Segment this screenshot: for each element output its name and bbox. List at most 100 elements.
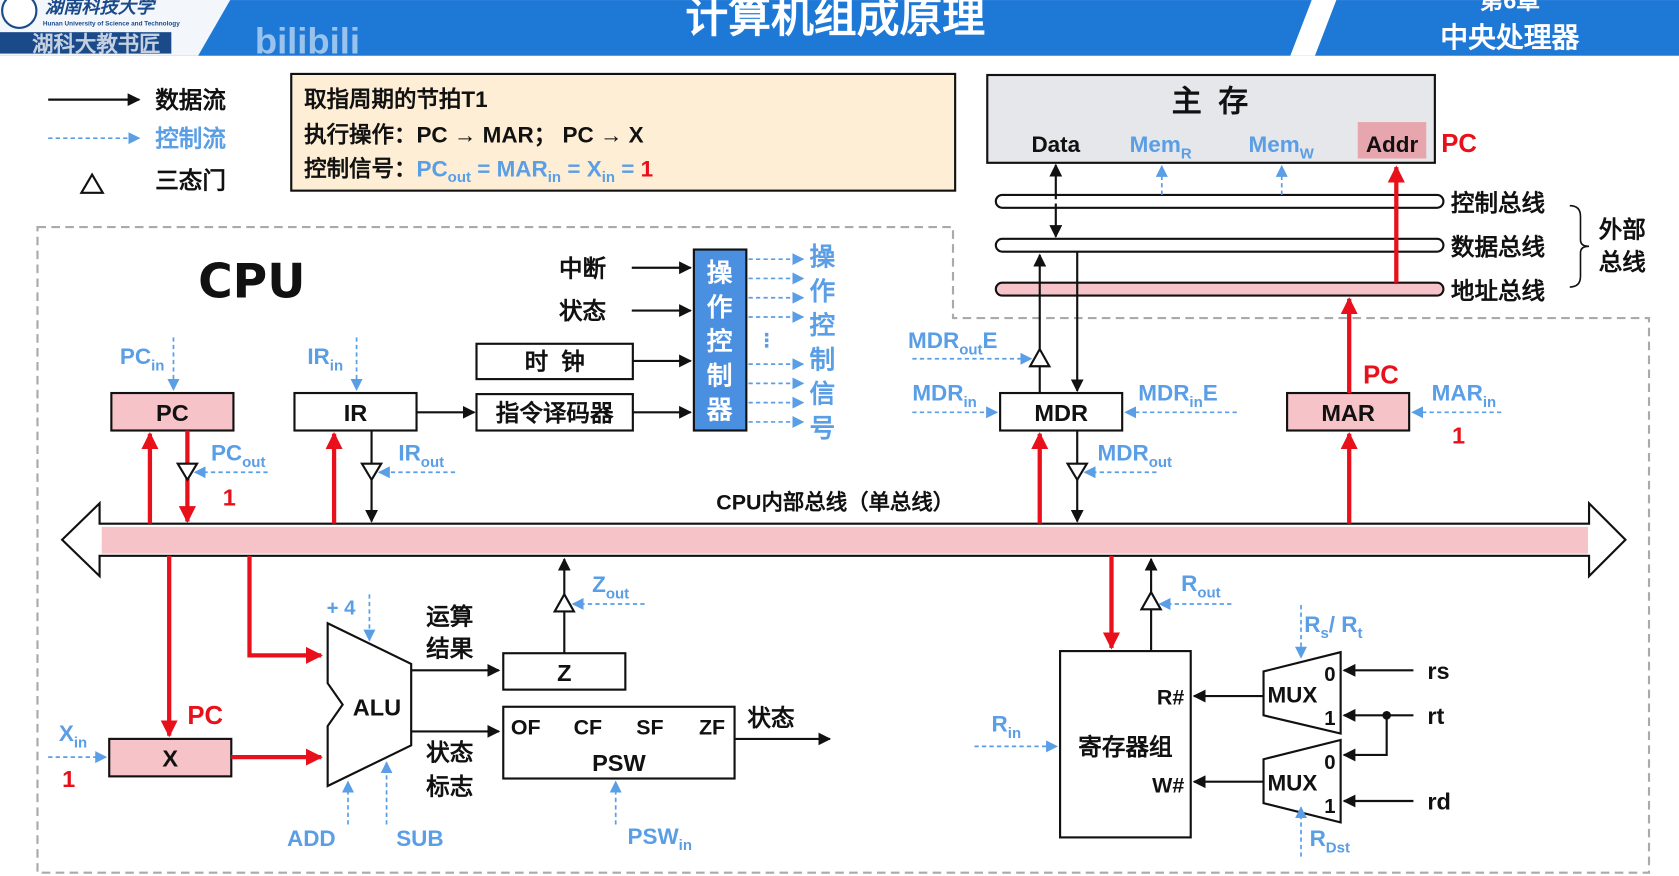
controller-char: 制 xyxy=(707,361,733,390)
psw-status-output: 状态 xyxy=(747,704,795,731)
legend: 数据流 控制流 三态门 xyxy=(48,87,226,194)
psw-label: PSW xyxy=(592,750,646,776)
controller-char: 作 xyxy=(707,293,733,322)
legend-tristate: 三态门 xyxy=(155,167,226,194)
control-signal-char: 号 xyxy=(810,415,836,443)
note-line-3: 控制信号：PCout = MARin = Xin = 1 xyxy=(304,156,653,186)
mdr-register: MDR MDRoutE MDRin MDRinE MDRout xyxy=(908,251,1237,524)
address-bus xyxy=(994,281,1445,297)
controller-char: 控 xyxy=(707,327,733,356)
memory-write-port: MemW xyxy=(1249,132,1315,162)
flag-cf: CF xyxy=(574,716,603,740)
memory-read-port: MemR xyxy=(1130,132,1192,162)
watermark: 湖科大教书匠 xyxy=(32,31,160,56)
z-label: Z xyxy=(557,660,571,686)
r-in-signal: Rin xyxy=(992,711,1022,741)
university-name: 湖南科技大学 xyxy=(45,0,157,17)
mux-read-input-0: 0 xyxy=(1324,664,1335,686)
cpu-label: CPU xyxy=(198,255,305,310)
memory-title: 主 存 xyxy=(1172,85,1249,118)
status-input-label: 状态 xyxy=(559,297,607,324)
control-signal-char: 操 xyxy=(810,243,836,272)
control-signal-char: 作 xyxy=(810,277,836,306)
mux-read-input-1: 1 xyxy=(1324,708,1335,730)
control-signal-char: 控 xyxy=(810,311,836,340)
mux-read xyxy=(1262,650,1342,735)
sub-signal: SUB xyxy=(396,826,443,851)
rd-input: rd xyxy=(1427,789,1451,815)
cpu-internal-bus[interactable]: CPU内部总线（单总线） xyxy=(60,490,1627,579)
tristate-icon xyxy=(552,592,576,613)
flag-of: OF xyxy=(511,716,541,740)
mux-write-input-1: 1 xyxy=(1324,796,1335,818)
university-name-en: Hunan University of Science and Technolo… xyxy=(43,21,180,28)
mdr-label: MDR xyxy=(1034,400,1088,426)
alu: ALU + 4 ADD SUB 运算 结果 状态 标志 xyxy=(287,594,501,851)
mdr-in-e-signal: MDRinE xyxy=(1138,381,1218,411)
data-bus-label: 数据总线 xyxy=(1451,233,1546,260)
control-signal-char: 制 xyxy=(810,345,836,374)
tristate-icon xyxy=(1028,346,1052,368)
write-port: W# xyxy=(1152,773,1184,797)
register-file-label: 寄存器组 xyxy=(1078,733,1173,760)
brace-icon xyxy=(1569,204,1590,288)
rt-input: rt xyxy=(1427,703,1444,729)
tristate-icon xyxy=(1139,590,1163,611)
external-bus-label-2: 总线 xyxy=(1599,248,1647,275)
flag-sf: SF xyxy=(636,716,663,740)
slide-title: 计算机组成原理 xyxy=(685,0,985,42)
x-in-signal: Xin xyxy=(59,721,87,751)
external-bus-label-1: 外部 xyxy=(1599,216,1646,243)
x-register: X PC Xin 1 xyxy=(48,555,323,792)
controller-char: 操 xyxy=(707,259,733,288)
memory-addr-value: PC xyxy=(1441,130,1477,158)
legend-control-flow: 控制流 xyxy=(155,125,226,152)
memory-data-port: Data xyxy=(1031,132,1080,157)
note-line-1: 取指周期的节拍T1 xyxy=(304,86,488,112)
x-label: X xyxy=(162,746,178,772)
cpu-boundary xyxy=(36,225,1651,874)
mdr-out-signal: MDRout xyxy=(1098,440,1172,470)
tristate-icon xyxy=(1065,462,1089,482)
mux-read-label: MUX xyxy=(1267,682,1317,707)
data-bus xyxy=(994,237,1445,253)
control-bus-label: 控制总线 xyxy=(1451,189,1546,216)
psw-in-signal: PSWin xyxy=(627,824,692,854)
pc-register: PC PCin PCout 1 xyxy=(110,337,268,524)
mar-label: MAR xyxy=(1321,400,1375,426)
external-buses: 控制总线 数据总线 地址总线 外部 总线 xyxy=(994,163,1647,304)
add-signal: ADD xyxy=(287,826,336,851)
ir-in-signal: IRin xyxy=(307,344,343,374)
control-signal-char: 信 xyxy=(810,380,836,409)
flags-label-1: 状态 xyxy=(426,738,474,765)
x-in-value: 1 xyxy=(62,766,75,792)
psw-register: OF CF SF ZF PSW 状态 PSWin xyxy=(502,704,832,854)
ir-out-signal: IRout xyxy=(398,440,444,470)
instruction-decoder: 指令译码器 xyxy=(496,399,614,426)
mar-in-signal: MARin xyxy=(1432,381,1497,411)
alu-label: ALU xyxy=(353,694,401,720)
pc-label: PC xyxy=(156,400,189,426)
tristate-icon xyxy=(79,172,105,194)
mux-write-input-0: 0 xyxy=(1324,752,1335,774)
rs-rt-select-signal: Rs/ Rt xyxy=(1304,612,1362,642)
rs-input: rs xyxy=(1427,658,1449,684)
clock-box: 时 钟 xyxy=(525,348,585,374)
z-register: Z Zout xyxy=(502,557,645,691)
mux-write xyxy=(1262,738,1342,824)
main-memory: 主 存 Data MemR MemW Addr PC xyxy=(986,73,1477,164)
read-port: R# xyxy=(1157,686,1184,710)
controller-char: 器 xyxy=(706,397,733,425)
mux-write-label: MUX xyxy=(1267,770,1317,795)
chapter-number: 第6章 xyxy=(1480,0,1540,14)
pc-in-signal: PCin xyxy=(120,344,165,374)
mar-value: PC xyxy=(1363,361,1399,389)
r-out-signal: Rout xyxy=(1181,571,1221,601)
ir-label: IR xyxy=(344,400,368,426)
legend-data-flow: 数据流 xyxy=(155,87,226,113)
pc-out-value: 1 xyxy=(223,484,236,510)
rdst-select-signal: RDst xyxy=(1310,826,1350,856)
address-bus-label: 地址总线 xyxy=(1451,277,1546,304)
